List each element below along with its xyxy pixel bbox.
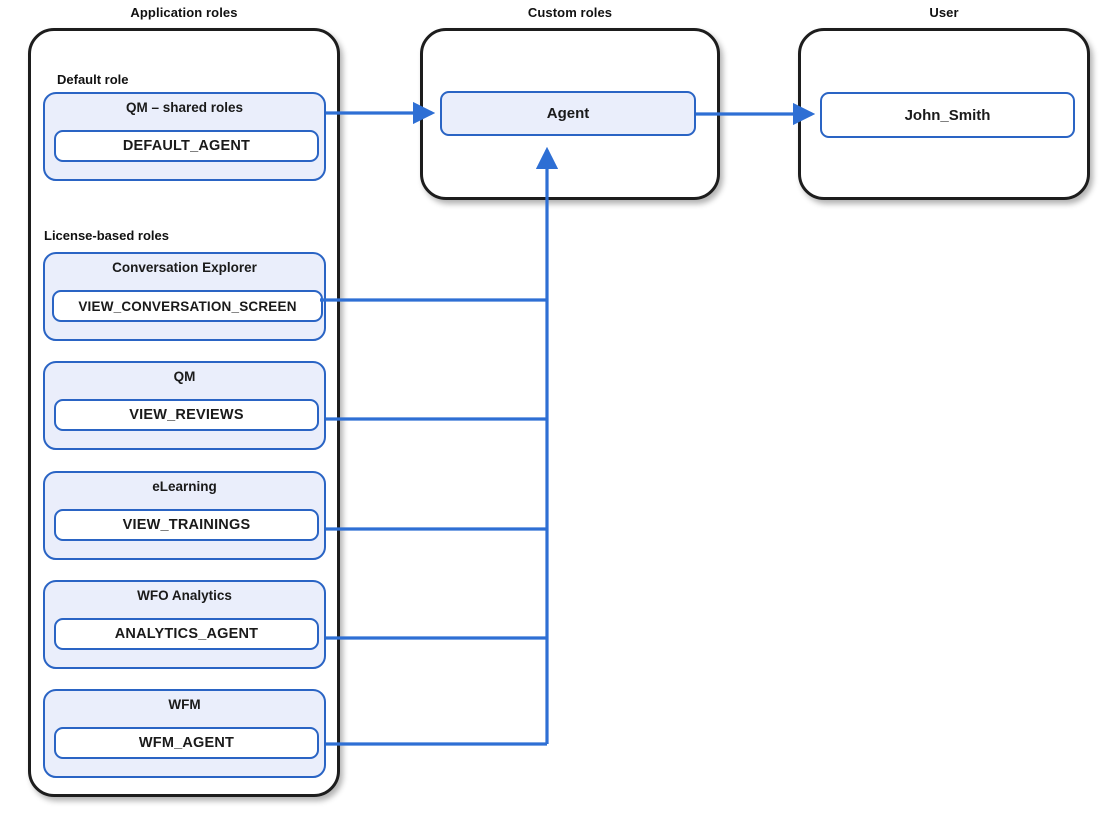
- role-group-qm[interactable]: QM VIEW_REVIEWS: [43, 361, 326, 450]
- section-label-license-based-roles: License-based roles: [44, 228, 169, 243]
- role-group-title: QM – shared roles: [125, 100, 244, 115]
- permission-chip-wfm-agent[interactable]: WFM_AGENT: [54, 727, 319, 759]
- custom-role-node-agent[interactable]: Agent: [440, 91, 696, 136]
- column-caption-user: User: [929, 5, 959, 20]
- permission-chip-view-trainings[interactable]: VIEW_TRAININGS: [54, 509, 319, 541]
- role-group-elearning[interactable]: eLearning VIEW_TRAININGS: [43, 471, 326, 560]
- permission-chip-default-agent[interactable]: DEFAULT_AGENT: [54, 130, 319, 162]
- role-group-title: eLearning: [152, 479, 217, 494]
- permission-chip-analytics-agent[interactable]: ANALYTICS_AGENT: [54, 618, 319, 650]
- user-node-john-smith[interactable]: John_Smith: [820, 92, 1075, 138]
- section-label-default-role: Default role: [57, 72, 129, 87]
- role-group-wfo-analytics[interactable]: WFO Analytics ANALYTICS_AGENT: [43, 580, 326, 669]
- column-caption-application-roles: Application roles: [130, 5, 238, 20]
- permission-chip-view-conversation-screen[interactable]: VIEW_CONVERSATION_SCREEN: [52, 290, 323, 322]
- role-group-title: QM: [173, 369, 196, 384]
- role-group-qm-shared-roles[interactable]: QM – shared roles DEFAULT_AGENT: [43, 92, 326, 181]
- column-caption-custom-roles: Custom roles: [527, 5, 613, 20]
- role-group-wfm[interactable]: WFM WFM_AGENT: [43, 689, 326, 778]
- permission-chip-view-reviews[interactable]: VIEW_REVIEWS: [54, 399, 319, 431]
- role-group-conversation-explorer[interactable]: Conversation Explorer VIEW_CONVERSATION_…: [43, 252, 326, 341]
- role-group-title: WFO Analytics: [137, 588, 232, 603]
- role-group-title: Conversation Explorer: [112, 260, 257, 275]
- role-group-title: WFM: [168, 697, 201, 712]
